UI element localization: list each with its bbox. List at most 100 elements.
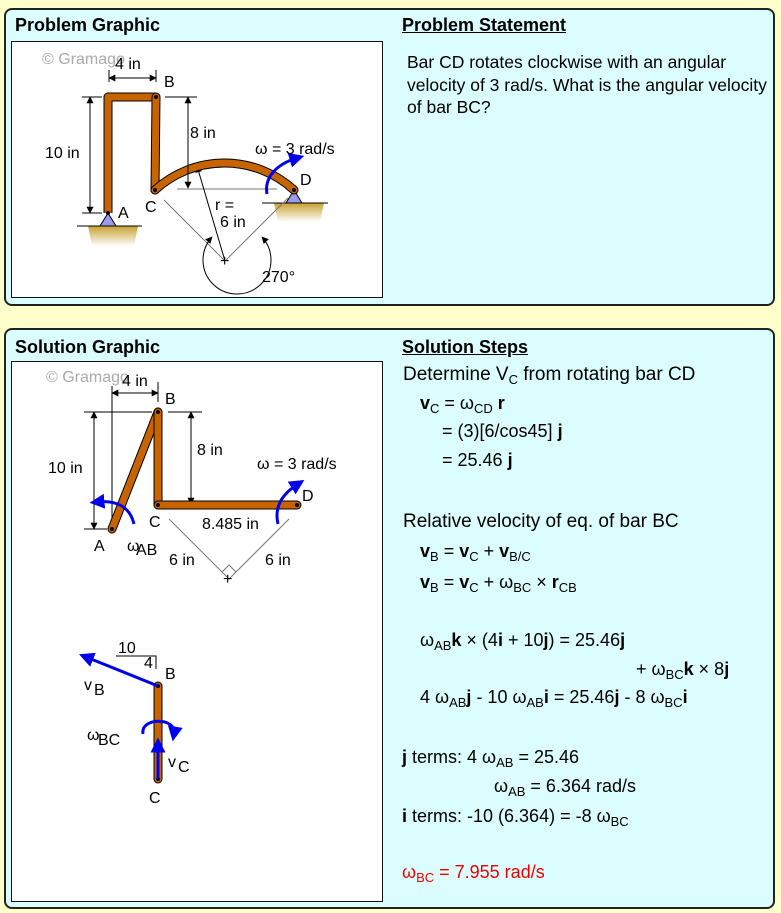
diagram-label: C xyxy=(145,199,157,216)
solution-step-line: j terms: 4 ωAB = 25.46 xyxy=(402,747,579,770)
diagram-label: C xyxy=(178,759,190,776)
solution-step-line: i terms: -10 (6.364) = -8 ωBC xyxy=(402,806,629,829)
step-segment: j xyxy=(543,630,549,650)
diagram-label: + xyxy=(220,253,229,270)
diagram-label: B xyxy=(165,666,176,683)
step-segment: i xyxy=(402,806,408,826)
bar-ab-bent xyxy=(103,92,156,213)
step-segment: Relative velocity of eq. of bar BC xyxy=(403,511,679,532)
step-segment: j xyxy=(557,421,563,441)
problem-graphic-title: Problem Graphic xyxy=(15,15,161,35)
step-segment: AB xyxy=(496,755,514,770)
diagram-label: ω = 3 rad/s xyxy=(257,456,337,473)
step-segment: + ω xyxy=(636,659,666,679)
step-segment: terms: 4 ω xyxy=(407,747,497,767)
step-segment: i xyxy=(682,687,688,707)
pin-support-a xyxy=(99,212,117,227)
step-segment: k xyxy=(451,630,462,650)
omega-cd-arrow xyxy=(275,480,305,525)
diagram-label: 6 in xyxy=(220,214,246,231)
step-segment: = 7.955 rad/s xyxy=(434,862,545,882)
diagram-label: 4 in xyxy=(115,56,141,73)
diagram-label: v xyxy=(168,754,176,771)
step-segment: = 25.46 xyxy=(513,747,579,767)
solution-step-line: ωABk × (4i + 10j) = 25.46j xyxy=(420,630,625,653)
copyright: © Gramago xyxy=(42,51,125,68)
diagram-label: A xyxy=(118,205,129,222)
step-segment: v xyxy=(420,393,431,413)
step-segment: terms: -10 (6.364) = -8 ω xyxy=(407,806,611,826)
omega-ab-arrow xyxy=(89,493,136,525)
step-segment: C xyxy=(508,372,518,387)
step-segment: AB xyxy=(508,784,526,799)
step-segment: Determine V xyxy=(403,364,509,385)
solution-step-line: ωAB = 6.364 rad/s xyxy=(494,776,636,799)
step-segment: i xyxy=(543,687,549,707)
diagram-label: B xyxy=(94,682,105,699)
solution-step-line: 4 ωABj - 10 ωABi = 25.46j - 8 ωBCi xyxy=(420,687,688,710)
step-segment: AB xyxy=(526,695,544,710)
solution-step-line: Relative velocity of eq. of bar BC xyxy=(403,511,679,533)
step-segment: AB xyxy=(434,638,452,653)
step-segment: = ω xyxy=(439,393,474,413)
step-segment: v xyxy=(459,572,470,592)
step-segment: = 6.364 rad/s xyxy=(525,776,636,796)
diagram-label: 4 xyxy=(144,655,153,672)
step-segment: × (4 xyxy=(461,630,498,650)
step-segment: v xyxy=(420,541,431,561)
step-segment: j xyxy=(724,659,730,679)
angle-arc-270 xyxy=(202,236,272,295)
diagram-label: 10 xyxy=(118,640,136,657)
step-segment: k xyxy=(683,659,694,679)
solution-step-line: = 25.46 j xyxy=(442,450,513,471)
step-segment: BC xyxy=(665,667,684,682)
step-segment: r xyxy=(551,572,559,592)
step-segment: ω xyxy=(420,630,435,650)
diagram-label: 8.485 in xyxy=(202,516,259,533)
solution-step-line: vC = ωCD r xyxy=(420,393,505,416)
diagram-label: ω xyxy=(127,538,140,555)
diagram-label: 8 in xyxy=(197,442,223,459)
step-segment: BC xyxy=(664,695,683,710)
step-segment: + ω xyxy=(478,572,514,592)
step-segment: v xyxy=(420,572,431,592)
pin-support-d xyxy=(285,189,303,204)
diagram-label: 10 in xyxy=(45,145,80,162)
step-segment: C xyxy=(469,549,479,564)
diagram-label: © Gramago xyxy=(46,369,129,386)
diagram-label: C xyxy=(149,790,161,807)
step-segment: CD xyxy=(473,401,493,416)
step-segment: × xyxy=(531,572,552,592)
diagram-label: D xyxy=(300,172,312,189)
diagram-label: B xyxy=(164,74,175,91)
problem-statement-title: Problem Statement xyxy=(402,15,567,35)
solution-step-line: + ωBCk × 8j xyxy=(636,659,729,682)
solution-step-line: ωBC = 7.955 rad/s xyxy=(402,862,545,885)
omega-bc-arrow xyxy=(141,719,183,742)
ground-a xyxy=(88,226,138,246)
diagram-label: 6 in xyxy=(169,552,195,569)
problem-statement: Bar CD rotates clockwise with an angular… xyxy=(407,52,767,117)
step-segment: 4 ω xyxy=(420,687,450,707)
solution-graphic-title: Solution Graphic xyxy=(15,337,161,357)
step-segment: + xyxy=(478,541,500,561)
step-segment: = 25.46 xyxy=(548,687,615,707)
diagram-label: v xyxy=(84,677,92,694)
omega-arrow xyxy=(265,152,305,195)
step-segment: j xyxy=(402,747,408,767)
step-segment: v xyxy=(459,541,470,561)
step-segment: C xyxy=(430,401,440,416)
step-segment: ω xyxy=(494,776,509,796)
diagram-label: 270° xyxy=(262,269,295,286)
problem-diagram: © Gramago + 4 in 10 in 8 in ω = 3 rad/s … xyxy=(42,51,335,295)
step-segment: C xyxy=(469,580,479,595)
step-segment: CB xyxy=(558,580,577,595)
step-segment: = xyxy=(438,541,460,561)
step-segment: - 8 ω xyxy=(619,687,665,707)
step-segment: BC xyxy=(610,814,629,829)
step-segment: BC xyxy=(416,870,435,885)
diagram-label: r = xyxy=(215,197,234,214)
diagram-label: BC xyxy=(98,732,120,749)
vb-arrow xyxy=(79,652,159,688)
step-segment: BC xyxy=(513,580,532,595)
